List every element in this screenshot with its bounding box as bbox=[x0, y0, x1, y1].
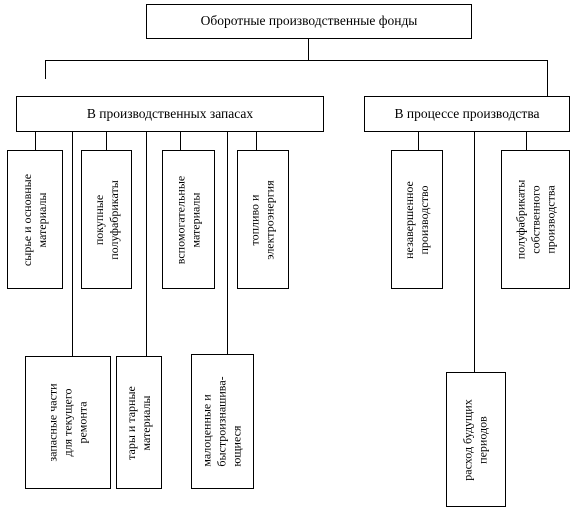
root-box: Оборотные производственные фонды bbox=[146, 4, 472, 39]
root-label: Оборотные производственные фонды bbox=[200, 13, 418, 29]
group-box-process: В процессе производства bbox=[364, 96, 570, 132]
group-label-stocks: В производственных запасах bbox=[86, 105, 254, 121]
group-box-stocks: В производственных запасах bbox=[16, 96, 324, 132]
group-label-process: В процессе производства bbox=[394, 105, 540, 121]
